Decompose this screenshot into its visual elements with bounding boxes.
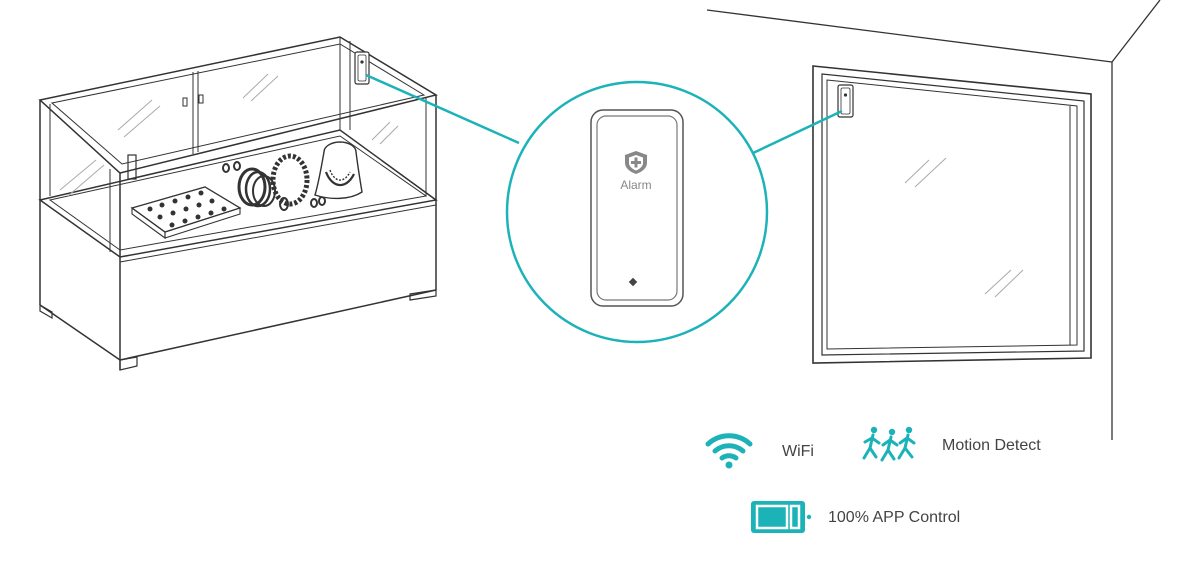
device-closeup [590, 109, 684, 307]
jewelry-display [130, 141, 363, 240]
wifi-icon [705, 433, 753, 469]
shield-plus-icon [625, 151, 647, 174]
device-badge-label: Alarm [620, 178, 652, 192]
feature-wifi: WiFi [700, 430, 830, 470]
cabinet-sensor [354, 51, 370, 85]
phone-app-icon [751, 501, 812, 533]
app-control-label: 100% APP Control [828, 509, 961, 526]
running-people-icon [862, 426, 916, 462]
wifi-label: WiFi [782, 443, 814, 460]
window [812, 65, 1092, 364]
display-cabinet [38, 36, 438, 371]
window-sensor [837, 84, 854, 118]
callout-lines [365, 73, 843, 156]
feature-app-control: 100% APP Control [750, 498, 990, 538]
motion-detect-label: Motion Detect [942, 437, 1041, 454]
feature-motion-detect: Motion Detect [860, 424, 1080, 474]
wall-corner [706, 0, 1161, 440]
